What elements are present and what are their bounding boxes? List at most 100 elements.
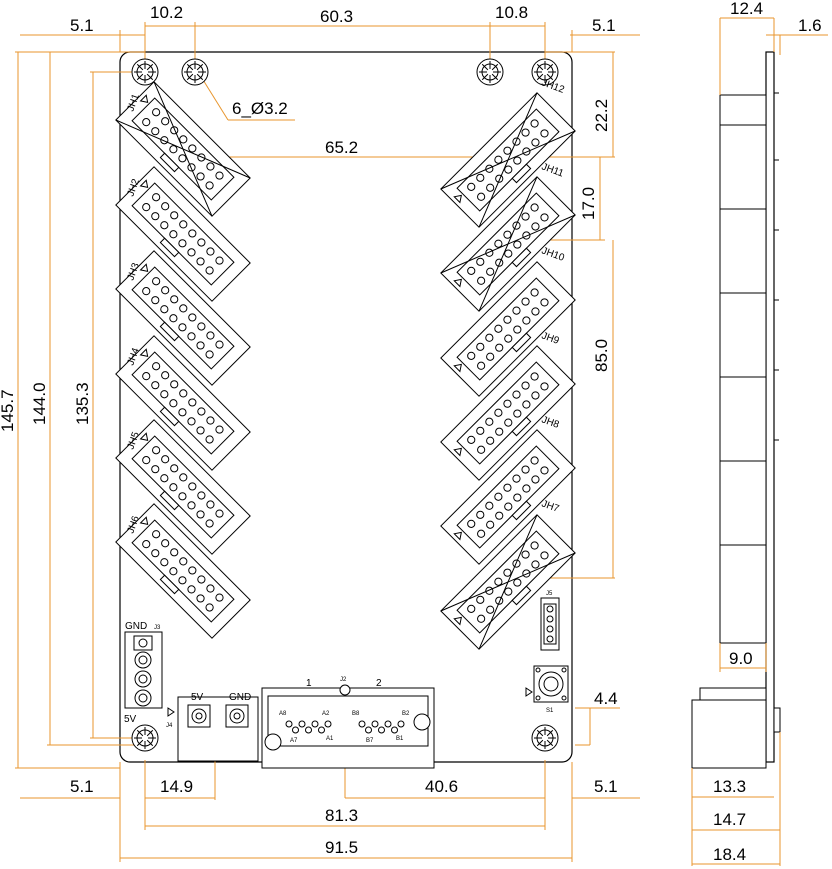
header-pin (196, 594, 205, 603)
header-pin (530, 541, 539, 550)
header-pin (170, 548, 179, 557)
hole-spoke (491, 73, 499, 81)
header-pin (170, 380, 179, 389)
header-pin (215, 425, 224, 434)
dim-side-height: 9.0 (729, 649, 753, 668)
header-pin (187, 248, 196, 257)
header-pin (530, 288, 539, 297)
dim-top-left-margin: 5.1 (70, 16, 94, 35)
hole-spoke (546, 63, 554, 71)
mounting-hole (181, 58, 209, 86)
mounting-hole (476, 58, 504, 86)
header-pin (495, 511, 504, 520)
header-pin (531, 475, 540, 484)
header-pin (477, 529, 486, 538)
header-pin (495, 427, 504, 436)
header-pin (512, 306, 521, 315)
hole-spoke (146, 729, 154, 737)
header-pin (197, 407, 206, 416)
pin1-marker (453, 278, 462, 288)
hole-spoke (136, 73, 144, 81)
ide-header (115, 419, 251, 555)
dim-top-right-margin: 5.1 (592, 16, 616, 35)
header-pin (188, 482, 197, 491)
pin-b1-label: B1 (396, 736, 404, 742)
header-key (511, 416, 532, 437)
header-pin (206, 247, 215, 256)
header-pin (187, 417, 196, 426)
header-pin (512, 474, 521, 483)
hole-spoke (491, 63, 499, 71)
pin-b8-label: B8 (352, 711, 360, 717)
header-pin (170, 295, 179, 304)
dim-bottom-left-margin: 5.1 (70, 777, 94, 796)
header-pin (504, 165, 513, 174)
header-pin (476, 510, 485, 519)
header-pin (477, 276, 486, 285)
header-pin (494, 239, 503, 248)
header-pin (169, 399, 178, 408)
header-pin (179, 473, 188, 482)
dim-bottom-conn: 14.9 (160, 777, 193, 796)
header-cross (478, 514, 538, 650)
header-pin (169, 483, 178, 492)
dim-right-top-offset: 22.2 (592, 99, 611, 132)
header-pin (513, 409, 522, 418)
header-pin (161, 117, 170, 126)
header-pin (206, 416, 215, 425)
header-pin (178, 576, 187, 585)
hole-spoke (146, 63, 154, 71)
header-pin (467, 435, 476, 444)
mounting-holes (131, 58, 559, 752)
pin-a7-label: A7 (290, 738, 298, 744)
header-pin (503, 315, 512, 324)
header-pin (504, 334, 513, 343)
dim-bottom-total: 91.5 (325, 838, 358, 857)
header-pin (161, 455, 170, 464)
hole-spoke (536, 73, 544, 81)
hole-spoke (186, 63, 194, 71)
header-pin (513, 493, 522, 502)
header-pin (485, 501, 494, 510)
header-pin (170, 464, 179, 473)
header-key (511, 163, 532, 184)
dim-side-thickness: 1.6 (798, 16, 822, 35)
ide-header (440, 261, 576, 397)
dim-side-b2: 14.7 (713, 810, 746, 829)
header-pin (196, 426, 205, 435)
header-pin (503, 146, 512, 155)
header-pin (477, 192, 486, 201)
header-pin (188, 313, 197, 322)
header-pin (530, 119, 539, 128)
header-pin (169, 145, 178, 154)
header-pin (215, 593, 224, 602)
terminal-block-j3: GND J3 5V (124, 621, 163, 725)
header-cross (478, 176, 538, 312)
pin1-marker (453, 531, 462, 541)
header-pin (206, 584, 215, 593)
header-pin (151, 549, 160, 558)
header-key (159, 152, 180, 173)
header-pin (485, 417, 494, 426)
5v-label-j3: 5V (124, 714, 137, 725)
pin-b7-label: B7 (366, 738, 374, 744)
header-pin (142, 540, 151, 549)
header-pin (188, 398, 197, 407)
header-pin (476, 173, 485, 182)
header-pin (540, 129, 549, 138)
header-pin (197, 238, 206, 247)
power-jack-j4: 5V GND J4 (166, 692, 259, 762)
j2-pin-b (391, 726, 398, 734)
hole-spoke (481, 63, 489, 71)
pin1-marker (139, 432, 149, 441)
header-pin (142, 456, 151, 465)
header-pin (540, 213, 549, 222)
pin-a8-label: A8 (279, 711, 287, 717)
hole-spoke (481, 73, 489, 81)
j2-pin-b (397, 720, 405, 728)
pin1-marker (453, 616, 462, 626)
s1-label: S1 (546, 708, 554, 714)
ide-header (440, 176, 576, 312)
pin1-marker (139, 263, 149, 272)
